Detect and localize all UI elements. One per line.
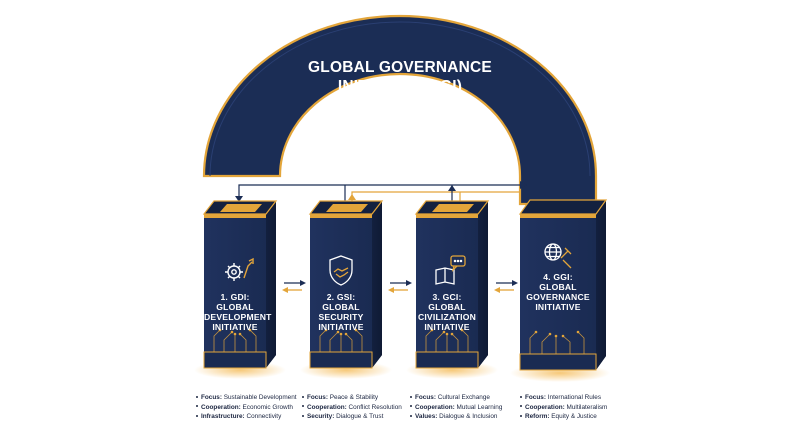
- arrow-right-2-3: [406, 280, 412, 286]
- detail-key: Values:: [415, 413, 438, 421]
- pillar-gci: [406, 200, 498, 379]
- arrow-left-2-1: [282, 287, 288, 293]
- arrow-right-arch: [520, 181, 527, 189]
- detail-row: Focus: Sustainable Development: [196, 393, 331, 403]
- detail-value: Dialogue & Inclusion: [439, 413, 498, 421]
- arrow-right-3-4: [512, 280, 518, 286]
- detail-value: Dialogue & Trust: [336, 413, 384, 421]
- arrow-left-3-2: [388, 287, 394, 293]
- detail-row: Security: Dialogue & Trust: [302, 412, 437, 422]
- detail-row: Focus: Cultural Exchange: [410, 393, 545, 403]
- pillar-label-line: 4. GGI:: [543, 272, 573, 282]
- pillar-label-line: GLOBAL: [428, 302, 466, 312]
- detail-value: International Rules: [547, 394, 602, 401]
- detail-value: Economic Growth: [242, 403, 293, 411]
- pillar-label-line: DEVELOPMENT: [204, 312, 272, 322]
- title-line-1: GLOBAL GOVERNANCE: [308, 59, 492, 76]
- arrow-down-pillar-1: [235, 196, 243, 202]
- detail-row: Values: Dialogue & Inclusion: [410, 412, 545, 422]
- pillar-label-ggi: 4. GGI: GLOBAL GOVERNANCE INITIATIVE: [520, 272, 596, 312]
- detail-value: Conflict Resolution: [348, 403, 402, 411]
- pillar-label-line: GOVERNANCE: [526, 292, 590, 302]
- pillar-label-line: SECURITY: [318, 312, 364, 322]
- arrow-left-4-3: [494, 287, 500, 293]
- pillar-details-gsi: Focus: Peace & Stability Cooperation: Co…: [302, 393, 437, 422]
- pillar-label-gdi: 1. GDI: GLOBAL DEVELOPMENT INITIATIVE: [204, 292, 272, 332]
- detail-value: Connectivity: [246, 413, 282, 421]
- detail-key: Reform:: [525, 413, 550, 421]
- detail-row: Cooperation: Conflict Resolution: [302, 403, 437, 413]
- arrow-up-pillar-2: [348, 194, 356, 200]
- governance-arch: [202, 14, 598, 206]
- pillar-gsi: [300, 200, 392, 379]
- pillar-label-line: CIVILIZATION: [417, 312, 477, 322]
- detail-row: Focus: Peace & Stability: [302, 393, 437, 403]
- pillar-connectors: [284, 282, 514, 291]
- pillar-label-gsi: 2. GSI: GLOBAL SECURITY INITIATIVE: [310, 292, 372, 332]
- shield-handshake-icon: [329, 255, 353, 286]
- pillar-label-line: GLOBAL: [322, 302, 360, 312]
- gear-growth-arrow-icon: [225, 257, 254, 281]
- pillar-label-line: 1. GDI:: [220, 292, 250, 302]
- arrow-up-pillar-3: [448, 185, 456, 191]
- pillar-details-gci: Focus: Cultural Exchange Cooperation: Mu…: [410, 393, 545, 422]
- detail-row: Focus: International Rules: [520, 393, 655, 403]
- detail-value: Cultural Exchange: [437, 394, 490, 401]
- detail-key: Focus:: [307, 394, 328, 401]
- detail-key: Security:: [307, 413, 335, 421]
- detail-value: Sustainable Development: [223, 394, 297, 401]
- detail-row: Reform: Equity & Justice: [520, 412, 655, 422]
- detail-key: Focus:: [525, 394, 546, 401]
- globe-gavel-icon: [544, 243, 572, 269]
- detail-value: Equity & Justice: [551, 413, 597, 421]
- detail-row: Infrastructure: Connectivity: [196, 412, 331, 422]
- detail-key: Cooperation:: [201, 403, 241, 411]
- pillar-details-gdi: Focus: Sustainable Development Cooperati…: [196, 393, 331, 422]
- pillar-label-line: INITIATIVE: [212, 322, 258, 332]
- detail-row: Cooperation: Multilateralism: [520, 403, 655, 413]
- pillar-gdi: [194, 200, 286, 379]
- pillar-label-line: 2. GSI:: [326, 292, 356, 302]
- detail-value: Mutual Learning: [456, 403, 503, 411]
- detail-value: Peace & Stability: [329, 394, 379, 401]
- title-line-2: INITIATIVE (GGI): [337, 78, 463, 95]
- pillar-label-line: GLOBAL: [216, 302, 254, 312]
- detail-row: Cooperation: Mutual Learning: [410, 403, 545, 413]
- pillar-label-line: INITIATIVE: [535, 302, 581, 312]
- pillar-label-line: INITIATIVE: [424, 322, 470, 332]
- pillar-ggi: [510, 199, 610, 382]
- arrow-right-1-2: [300, 280, 306, 286]
- pillar-label-line: GLOBAL: [539, 282, 577, 292]
- detail-key: Focus:: [415, 394, 436, 401]
- pillar-label-gci: 3. GCI: GLOBAL CIVILIZATION INITIATIVE: [416, 292, 478, 332]
- detail-key: Cooperation:: [525, 403, 565, 411]
- detail-key: Cooperation:: [415, 403, 455, 411]
- detail-key: Cooperation:: [307, 403, 347, 411]
- pillar-label-line: INITIATIVE: [318, 322, 364, 332]
- pillar-label-line: 3. GCI:: [432, 292, 462, 302]
- detail-key: Focus:: [201, 394, 222, 401]
- book-chat-icon: [435, 255, 466, 285]
- detail-value: Multilateralism: [566, 403, 608, 411]
- pillar-details-ggi: Focus: International Rules Cooperation: …: [520, 393, 655, 422]
- detail-row: Cooperation: Economic Growth: [196, 403, 331, 413]
- detail-key: Infrastructure:: [201, 413, 245, 421]
- diagram-title: GLOBAL GOVERNANCE INITIATIVE (GGI): [250, 58, 550, 96]
